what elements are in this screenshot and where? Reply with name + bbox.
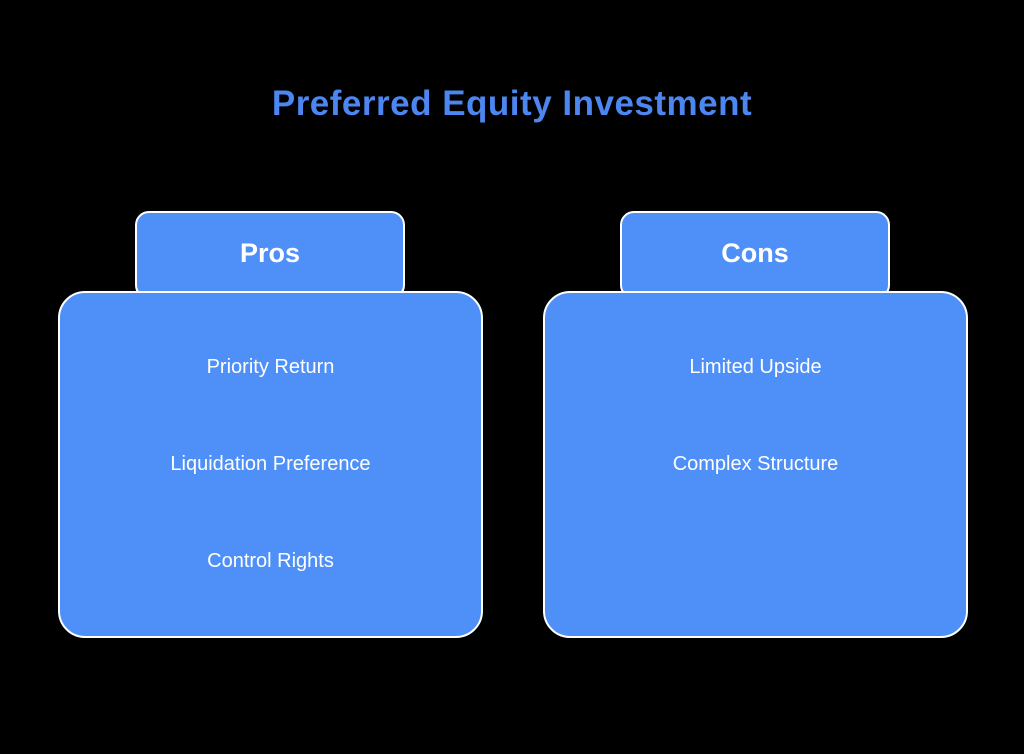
cons-item-limited-upside: Limited Upside xyxy=(689,356,822,378)
cons-item-complex-structure: Complex Structure xyxy=(672,453,839,475)
pros-box: Priority Return Liquidation Preference C… xyxy=(58,291,483,638)
cons-tab-header: Cons xyxy=(620,211,890,299)
page-title: Preferred Equity Investment xyxy=(271,84,753,123)
pros-item-liquidation-preference: Liquidation Preference xyxy=(170,453,371,475)
pros-item-control-rights: Control Rights xyxy=(207,550,334,572)
cons-box: Limited Upside Complex Structure xyxy=(543,291,968,638)
pros-tab-label: Pros xyxy=(239,237,301,268)
cons-tab-label: Cons xyxy=(721,237,789,268)
pros-item-priority-return: Priority Return xyxy=(206,356,335,378)
pros-tab-header: Pros xyxy=(135,211,405,299)
